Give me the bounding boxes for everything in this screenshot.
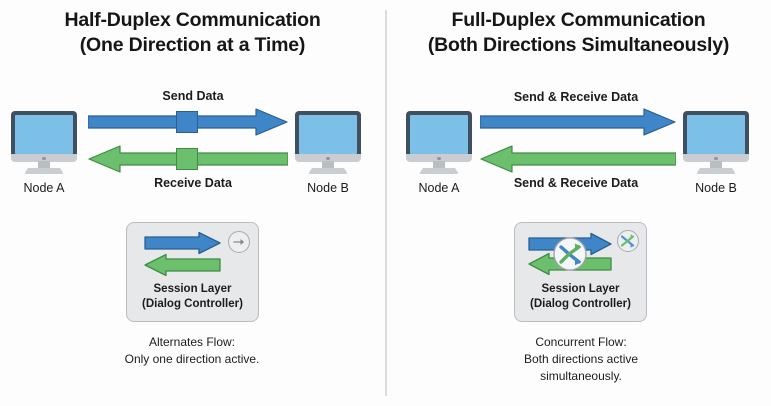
full-duplex-title-line1: Full-Duplex Communication xyxy=(451,9,706,31)
session-layer-text-full: Session Layer (Dialog Controller) xyxy=(515,282,646,312)
session-alternating-arrows xyxy=(137,232,249,278)
caption-line-1: Alternates Flow: xyxy=(148,335,236,349)
send-receive-arrow-left xyxy=(480,145,676,173)
caption-line-2: Both directions active xyxy=(523,352,639,366)
monitor-screen xyxy=(410,115,468,154)
session-layer-text-half: Session Layer (Dialog Controller) xyxy=(127,282,258,312)
node-b-label-right: Node B xyxy=(695,181,737,195)
half-duplex-title-line1: Half-Duplex Communication xyxy=(64,9,321,31)
half-duplex-caption: Alternates Flow: Only one direction acti… xyxy=(52,334,332,368)
monitor-body xyxy=(295,111,361,158)
monitor-base xyxy=(696,168,736,174)
monitor-neck xyxy=(433,161,445,169)
data-packet-blue xyxy=(176,111,198,133)
receive-data-label: Receive Data xyxy=(154,176,232,190)
send-receive-data-label-bottom: Send & Receive Data xyxy=(513,176,639,190)
session-layer-box-half-duplex[interactable]: Session Layer (Dialog Controller) xyxy=(126,222,259,322)
send-receive-data-label-top: Send & Receive Data xyxy=(513,90,639,104)
monitor-body xyxy=(683,111,749,158)
node-a-label-right: Node A xyxy=(418,181,460,195)
monitor-neck xyxy=(38,161,50,169)
monitor-neck xyxy=(322,161,334,169)
node-b-monitor-left xyxy=(295,111,361,174)
full-duplex-title-line2: (Both Directions Simultaneously) xyxy=(427,34,730,56)
data-packet-green xyxy=(176,148,198,170)
node-a-monitor-left xyxy=(11,111,77,174)
monitor-screen xyxy=(299,115,357,154)
half-duplex-title-line2: (One Direction at a Time) xyxy=(79,34,306,56)
full-duplex-caption: Concurrent Flow: Both directions active … xyxy=(441,334,721,385)
monitor-base xyxy=(419,168,459,174)
caption-line-1: Concurrent Flow: xyxy=(535,335,627,349)
node-a-label-left: Node A xyxy=(23,181,65,195)
full-duplex-panel: Full-Duplex Communication (Both Directio… xyxy=(386,0,771,406)
session-layer-subtitle: (Dialog Controller) xyxy=(530,298,631,310)
monitor-indicator-dot xyxy=(714,156,718,160)
monitor-body xyxy=(406,111,472,158)
session-concurrent-arrows xyxy=(525,232,637,278)
half-duplex-title: Half-Duplex Communication (One Direction… xyxy=(0,8,385,58)
monitor-indicator-dot xyxy=(42,156,46,160)
session-layer-title: Session Layer xyxy=(153,283,232,295)
full-duplex-title: Full-Duplex Communication (Both Directio… xyxy=(386,8,771,58)
panel-divider xyxy=(385,10,387,396)
shuffle-circle-icon xyxy=(617,230,639,252)
node-a-monitor-right xyxy=(406,111,472,174)
monitor-screen xyxy=(15,115,73,154)
half-duplex-panel: Half-Duplex Communication (One Direction… xyxy=(0,0,385,406)
send-data-label: Send Data xyxy=(162,89,224,103)
right-arrow-circle-icon xyxy=(228,231,250,253)
node-b-monitor-right xyxy=(683,111,749,174)
monitor-base xyxy=(24,168,64,174)
monitor-screen xyxy=(687,115,745,154)
session-layer-subtitle: (Dialog Controller) xyxy=(142,298,243,310)
monitor-neck xyxy=(710,161,722,169)
monitor-body xyxy=(11,111,77,158)
session-layer-title: Session Layer xyxy=(541,283,620,295)
session-layer-box-full-duplex[interactable]: Session Layer (Dialog Controller) xyxy=(514,222,647,322)
monitor-base xyxy=(308,168,348,174)
monitor-indicator-dot xyxy=(326,156,330,160)
caption-line-3: simultaneously. xyxy=(540,369,622,383)
caption-line-2: Only one direction active. xyxy=(124,352,260,366)
monitor-indicator-dot xyxy=(437,156,441,160)
send-receive-arrow-right xyxy=(480,108,676,136)
node-b-label-left: Node B xyxy=(307,181,349,195)
